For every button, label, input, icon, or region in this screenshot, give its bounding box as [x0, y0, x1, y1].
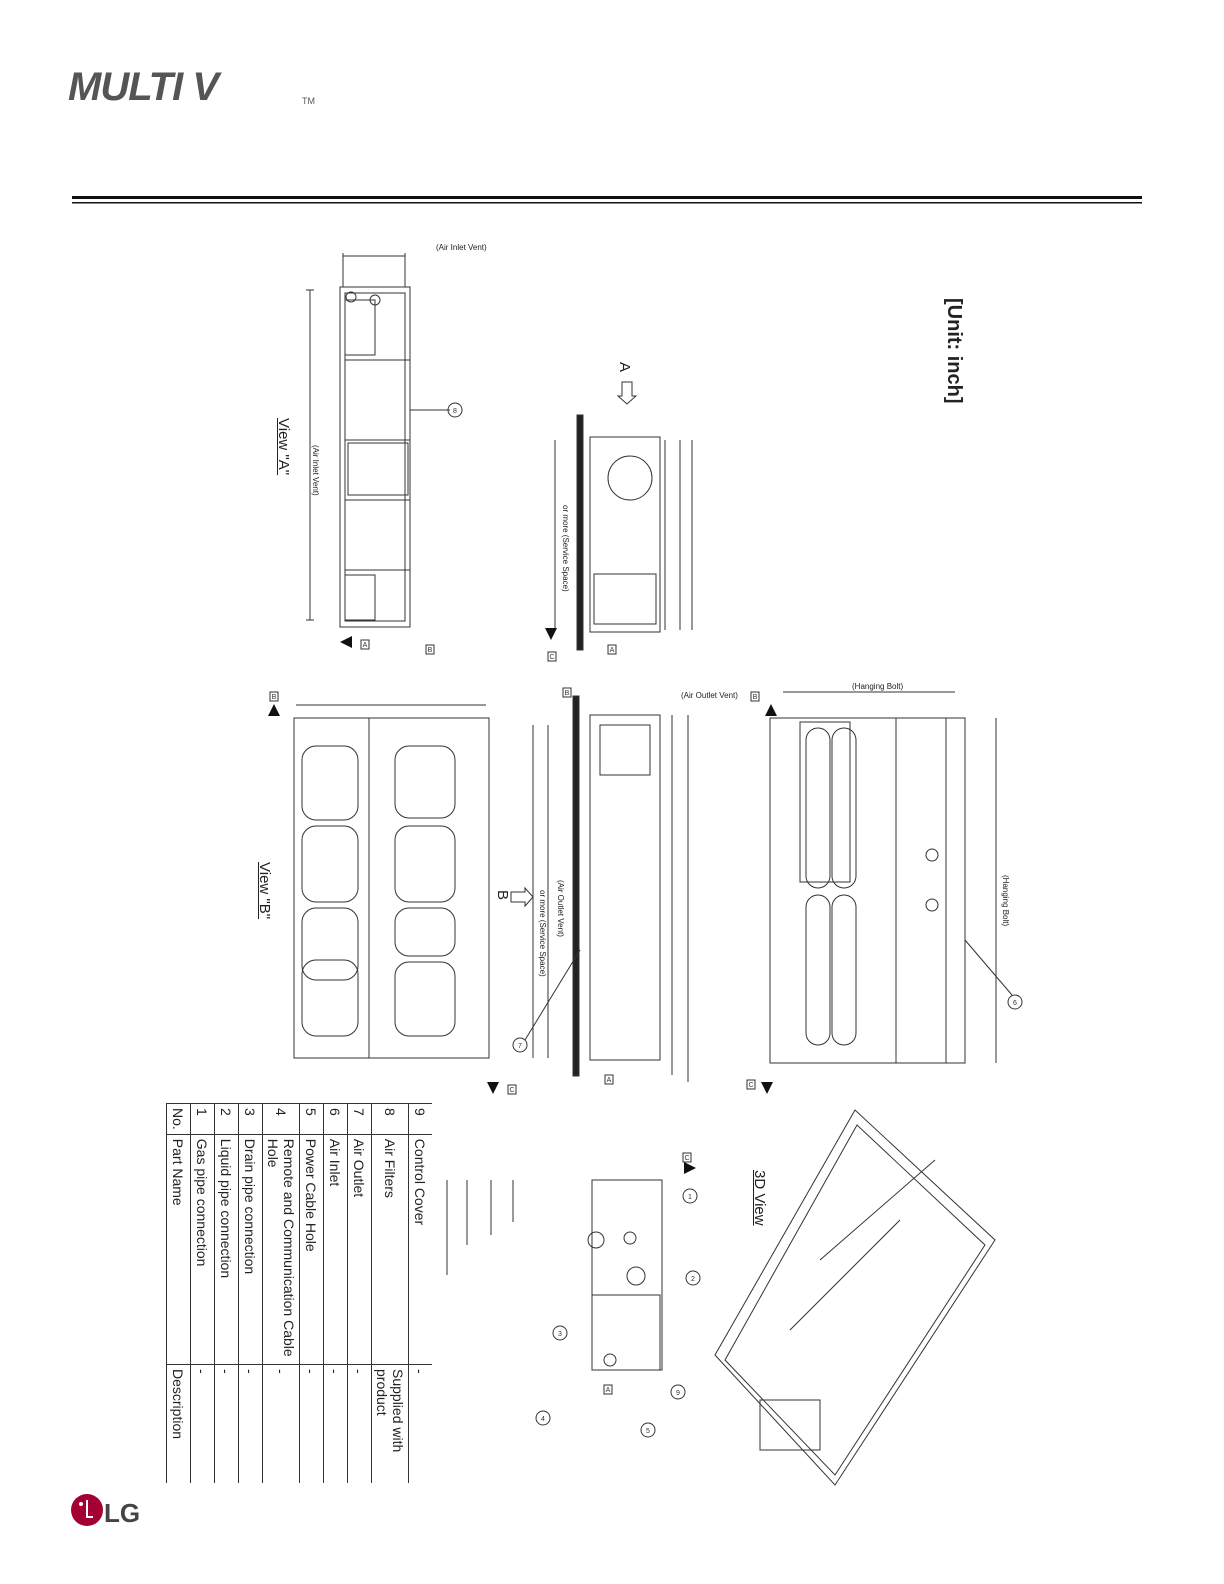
brand-logo-text: MULTI V	[68, 65, 222, 108]
section-marks	[268, 628, 777, 1174]
hanging-bolt-top-note: (Hanging Bolt)	[852, 682, 904, 691]
section-mark-a-1: A	[363, 642, 368, 649]
view-a-front-drawing	[554, 414, 693, 651]
callout-6: 6	[1013, 1000, 1017, 1007]
multi-v-logo: MULTI V TM	[68, 65, 315, 108]
lg-wordmark: LG	[104, 1498, 141, 1528]
section-mark-c-4: C	[684, 1155, 689, 1162]
section-mark-b-3: B	[565, 690, 570, 697]
view-a-drawing	[306, 253, 463, 628]
section-mark-c-1: C	[549, 654, 554, 661]
callout-7: 7	[518, 1043, 522, 1050]
section-mark-b-2: B	[272, 694, 277, 701]
air-inlet-vent-top-note: (Air Inlet Vent)	[436, 243, 487, 252]
3d-view-drawing	[714, 1109, 996, 1486]
section-mark-c-3: C	[748, 1082, 753, 1089]
section-mark-a-2: A	[610, 647, 615, 654]
air-outlet-vent-top-note: (Air Outlet Vent)	[681, 691, 738, 700]
view-arrows	[510, 381, 638, 908]
callout-8: 8	[453, 408, 457, 415]
callout-9: 9	[676, 1390, 680, 1397]
trademark-mark: TM	[302, 96, 315, 106]
callout-3: 3	[558, 1331, 562, 1338]
section-mark-a-3: A	[607, 1077, 612, 1084]
callout-1: 1	[688, 1194, 692, 1201]
view-b-drawing	[293, 704, 490, 1059]
bottom-view-drawing	[769, 691, 1023, 1064]
lg-logo	[71, 1494, 103, 1526]
section-mark-a-4: A	[606, 1387, 611, 1394]
header-double-rule	[72, 196, 1142, 204]
section-mark-c-2: C	[509, 1087, 514, 1094]
callout-2: 2	[691, 1276, 695, 1283]
section-mark-b-4: B	[753, 694, 758, 701]
callout-4: 4	[541, 1416, 545, 1423]
callout-5: 5	[646, 1428, 650, 1435]
view-b-side-drawing	[512, 695, 689, 1082]
section-mark-b-1: B	[428, 647, 433, 654]
piping-view-drawing	[446, 1179, 701, 1438]
